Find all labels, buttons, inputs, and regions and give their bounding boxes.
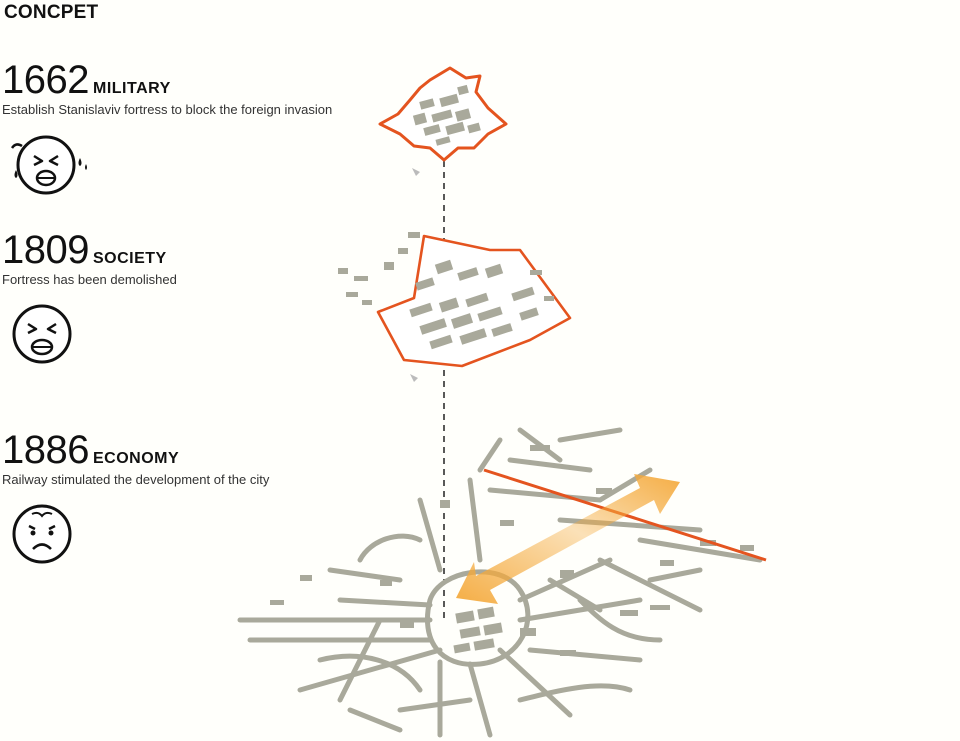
era-label: ECONOMY xyxy=(92,450,180,467)
era-description: Establish Stanislaviv fortress to block … xyxy=(2,102,333,117)
sad-face-icon xyxy=(12,504,72,564)
era-description: Fortress has been demolished xyxy=(2,272,177,287)
city-map-1886 xyxy=(237,427,767,738)
era-year: 1809 xyxy=(2,228,89,272)
city-map-1809 xyxy=(338,232,572,382)
crying-face-icon xyxy=(10,135,87,195)
page-title: CONCPET xyxy=(4,2,99,23)
fortress-map-1662 xyxy=(378,66,508,176)
era-description: Railway stimulated the development of th… xyxy=(2,472,270,487)
era-year: 1886 xyxy=(2,428,89,472)
era-year: 1662 xyxy=(2,58,89,102)
crying-face-icon xyxy=(12,304,72,364)
development-arrow xyxy=(456,474,680,604)
era-label: SOCIETY xyxy=(92,250,167,267)
era-label: MILITARY xyxy=(92,80,171,97)
